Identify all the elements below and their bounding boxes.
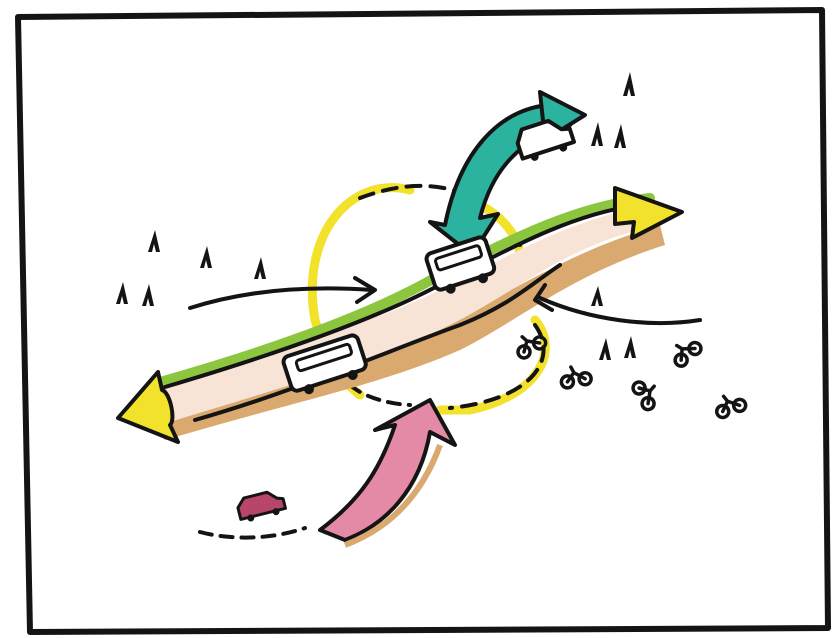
pedestrian-icon	[148, 230, 160, 252]
pedestrian-icon	[624, 336, 636, 358]
pedestrian-icon	[200, 246, 212, 268]
pedestrian-icon	[142, 284, 154, 306]
pedestrian-icon	[591, 122, 603, 146]
bicycle-icon	[712, 390, 747, 419]
pedestrian-icon	[623, 72, 635, 96]
pedestrian-icon	[599, 338, 611, 360]
pedestrian-icon	[116, 282, 128, 304]
inbound-arrow-pink	[320, 400, 455, 545]
pedestrian-icon	[591, 286, 603, 306]
bicycle-icon	[668, 334, 704, 369]
bicycle-icon	[631, 376, 663, 412]
pedestrian-icon	[614, 124, 626, 148]
car-icon	[236, 489, 287, 524]
bicycle-icon	[559, 364, 592, 389]
car-path-dashed	[200, 528, 305, 538]
pedestrian-group-top-right	[591, 72, 635, 148]
pedestrian-icon	[254, 257, 266, 279]
pedestrian-flow-arrow-left	[190, 278, 375, 308]
